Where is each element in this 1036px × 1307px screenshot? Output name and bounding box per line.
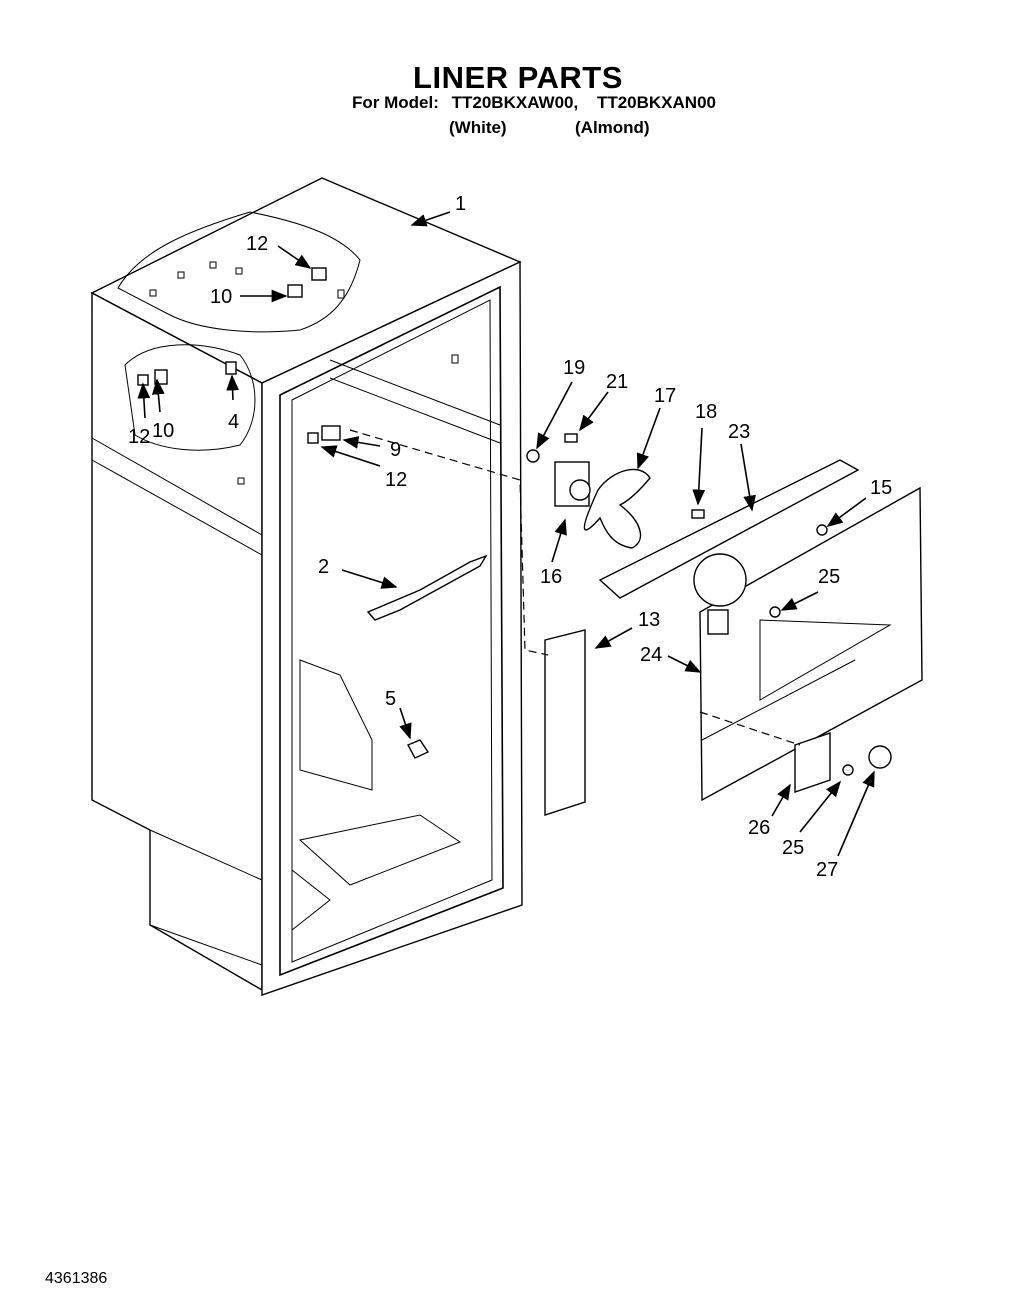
callout-25: 25 (782, 837, 804, 859)
fan-assembly (526, 433, 705, 549)
callout-26: 26 (748, 817, 770, 839)
model-number-almond: TT20BKXAN00 (596, 93, 716, 112)
callout-15: 15 (870, 477, 892, 499)
document-code: 4361386 (45, 1270, 108, 1287)
callout-21: 21 (606, 371, 628, 393)
callout-16: 16 (540, 566, 562, 588)
model-number-white: TT20BKXAW00, (451, 93, 579, 112)
callout-1: 1 (455, 193, 466, 215)
light-assembly (794, 732, 892, 793)
callout-12: 12 (246, 233, 268, 255)
callout-12: 12 (128, 426, 150, 448)
model-line: For Model: TT20BKXAW00, TT20BKXAN00 (352, 93, 716, 113)
callout-10: 10 (210, 286, 232, 308)
liner-cabinet (90, 177, 523, 996)
callout-5: 5 (385, 688, 396, 710)
callout-19: 19 (563, 357, 585, 379)
callout-25: 25 (818, 566, 840, 588)
alignment-line (349, 429, 549, 656)
callout-18: 18 (695, 401, 717, 423)
callout-17: 17 (654, 385, 676, 407)
callout-24: 24 (640, 644, 662, 666)
callout-27: 27 (816, 859, 838, 881)
color-almond-label: (Almond) (575, 118, 650, 137)
channel-part-13 (544, 629, 586, 816)
callout-10: 10 (152, 420, 174, 442)
small-clips (137, 267, 488, 759)
callout-9: 9 (390, 439, 401, 461)
callout-23: 23 (728, 421, 750, 443)
callout-12: 12 (385, 469, 407, 491)
leader-arrows (137, 211, 875, 857)
page-title: LINER PARTS (413, 60, 623, 95)
color-white-label: (White) (449, 118, 507, 137)
callout-4: 4 (228, 411, 239, 433)
callout-2: 2 (318, 556, 329, 578)
alignment-line (699, 711, 801, 746)
evaporator-cover (598, 459, 923, 802)
model-label: For Model: (352, 93, 439, 112)
callout-13: 13 (638, 609, 660, 631)
